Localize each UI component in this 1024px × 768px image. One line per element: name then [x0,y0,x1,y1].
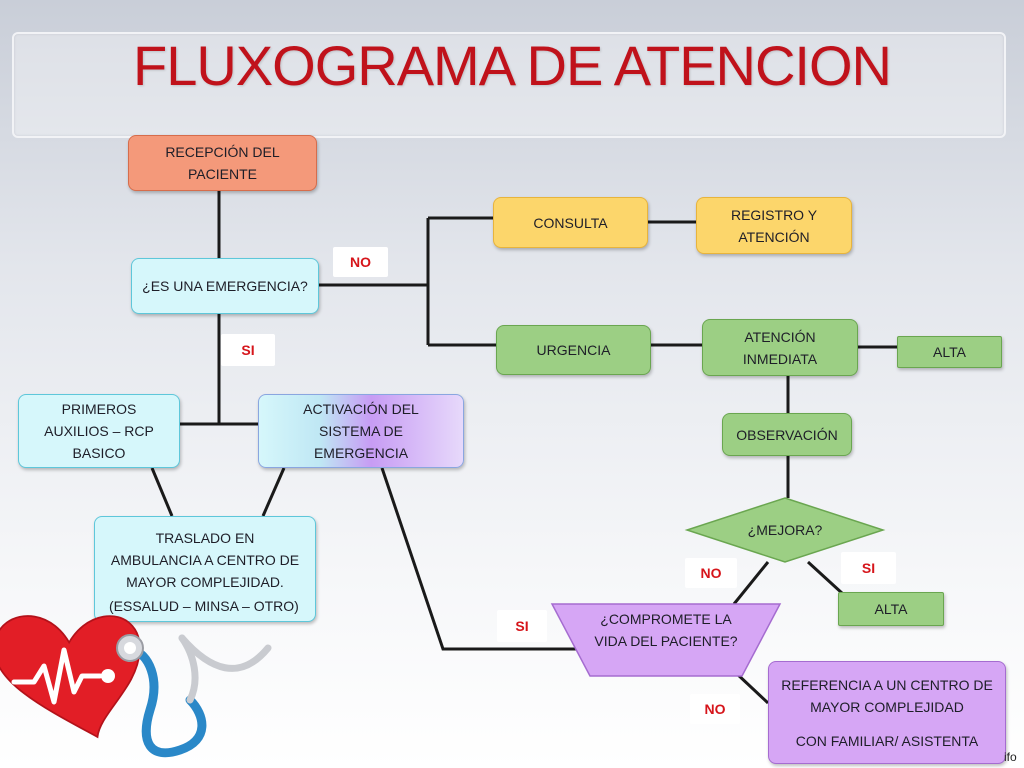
primeros-auxilios-node: PRIMEROS AUXILIOS – RCP BASICO [18,394,180,468]
mejora-diamond [684,497,886,563]
line-compromete-no [734,671,770,705]
observacion-node: OBSERVACIÓN [722,413,852,456]
title-panel [12,32,1006,138]
alta-node-2: ALTA [838,592,944,626]
compromete-trapezoid [550,603,782,677]
label-si-emergencia: SI [221,334,275,366]
traslado-text-cut: (ESSALUD – MINSA – OTRO) [109,598,299,614]
registro-node: REGISTRO Y ATENCIÓN [696,197,852,254]
consulta-node: CONSULTA [493,197,648,248]
compromete-question-text: ¿COMPROMETE LA VIDA DEL PACIENTE? [594,611,738,649]
line-mejora-si [806,560,845,596]
line-mejora-no [732,561,770,605]
recepcion-node: RECEPCIÓN DEL PACIENTE [128,135,317,191]
activacion-node: ACTIVACIÓN DEL SISTEMA DE EMERGENCIA [258,394,464,468]
urgencia-node: URGENCIA [496,325,651,375]
traslado-text: TRASLADO EN AMBULANCIA A CENTRO DE MAYOR… [110,530,300,590]
page-title: FLUXOGRAMA DE ATENCION [133,34,892,97]
alta-node-1: ALTA [897,336,1002,368]
traslado-node: TRASLADO EN AMBULANCIA A CENTRO DE MAYOR… [94,516,316,622]
label-no-compromete: NO [690,694,740,724]
line-activacion-compromete [380,467,586,651]
referencia-node: REFERENCIA A UN CENTRO DE MAYOR COMPLEJI… [768,661,1006,764]
line-auxilios-traslado [150,467,174,517]
label-no-mejora: NO [685,558,737,588]
heart-stethoscope-icon [0,615,272,758]
line-activacion-traslado [261,467,286,517]
label-si-mejora: SI [841,552,896,584]
footer-fragment: ifo [1004,750,1017,764]
emergencia-question-node: ¿ES UNA EMERGENCIA? [131,258,319,314]
referencia-text: REFERENCIA A UN CENTRO DE MAYOR COMPLEJI… [781,676,993,715]
mejora-question-text: ¿MEJORA? [747,522,823,538]
label-no-emergencia: NO [333,247,388,277]
label-si-compromete: SI [497,610,547,642]
referencia-text-2: CON FAMILIAR/ ASISTENTA [795,732,979,749]
atencion-inmediata-node: ATENCIÓN INMEDIATA [702,319,858,376]
